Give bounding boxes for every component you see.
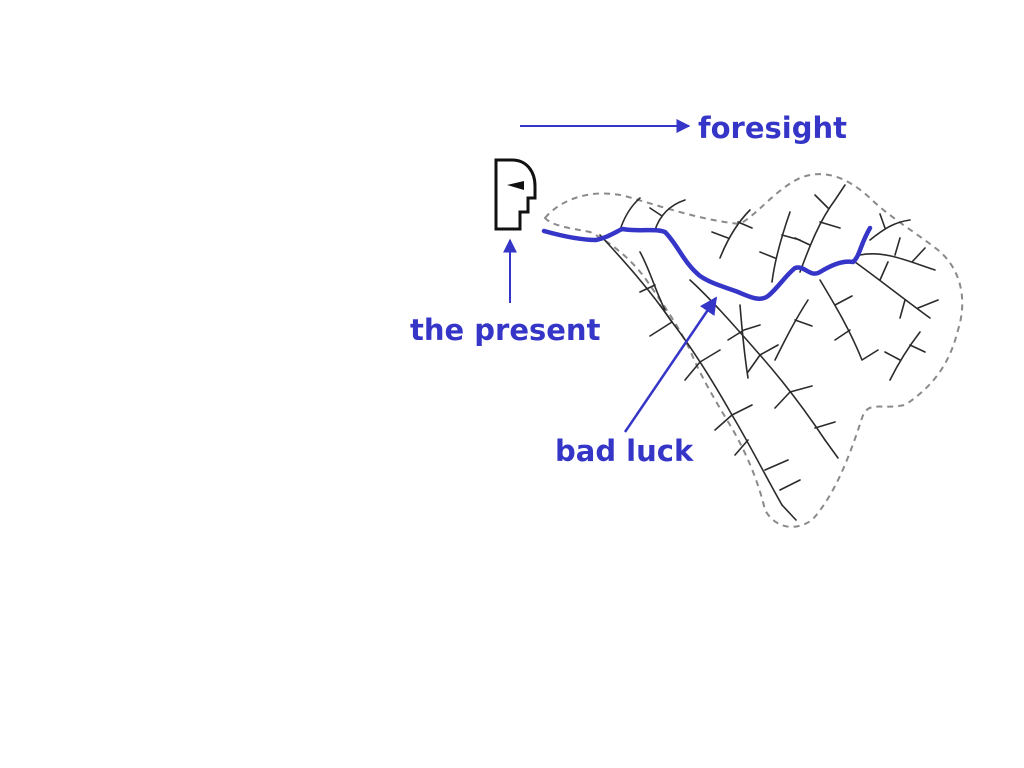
possibility-boundary <box>543 173 964 528</box>
head-icon <box>494 158 537 231</box>
bad-luck-label: bad luck <box>555 434 694 468</box>
future-branches <box>599 184 939 521</box>
actual-path <box>541 225 873 301</box>
present-label: the present <box>410 313 601 347</box>
foresight-label: foresight <box>698 111 847 145</box>
bad-luck-arrow <box>623 296 718 433</box>
